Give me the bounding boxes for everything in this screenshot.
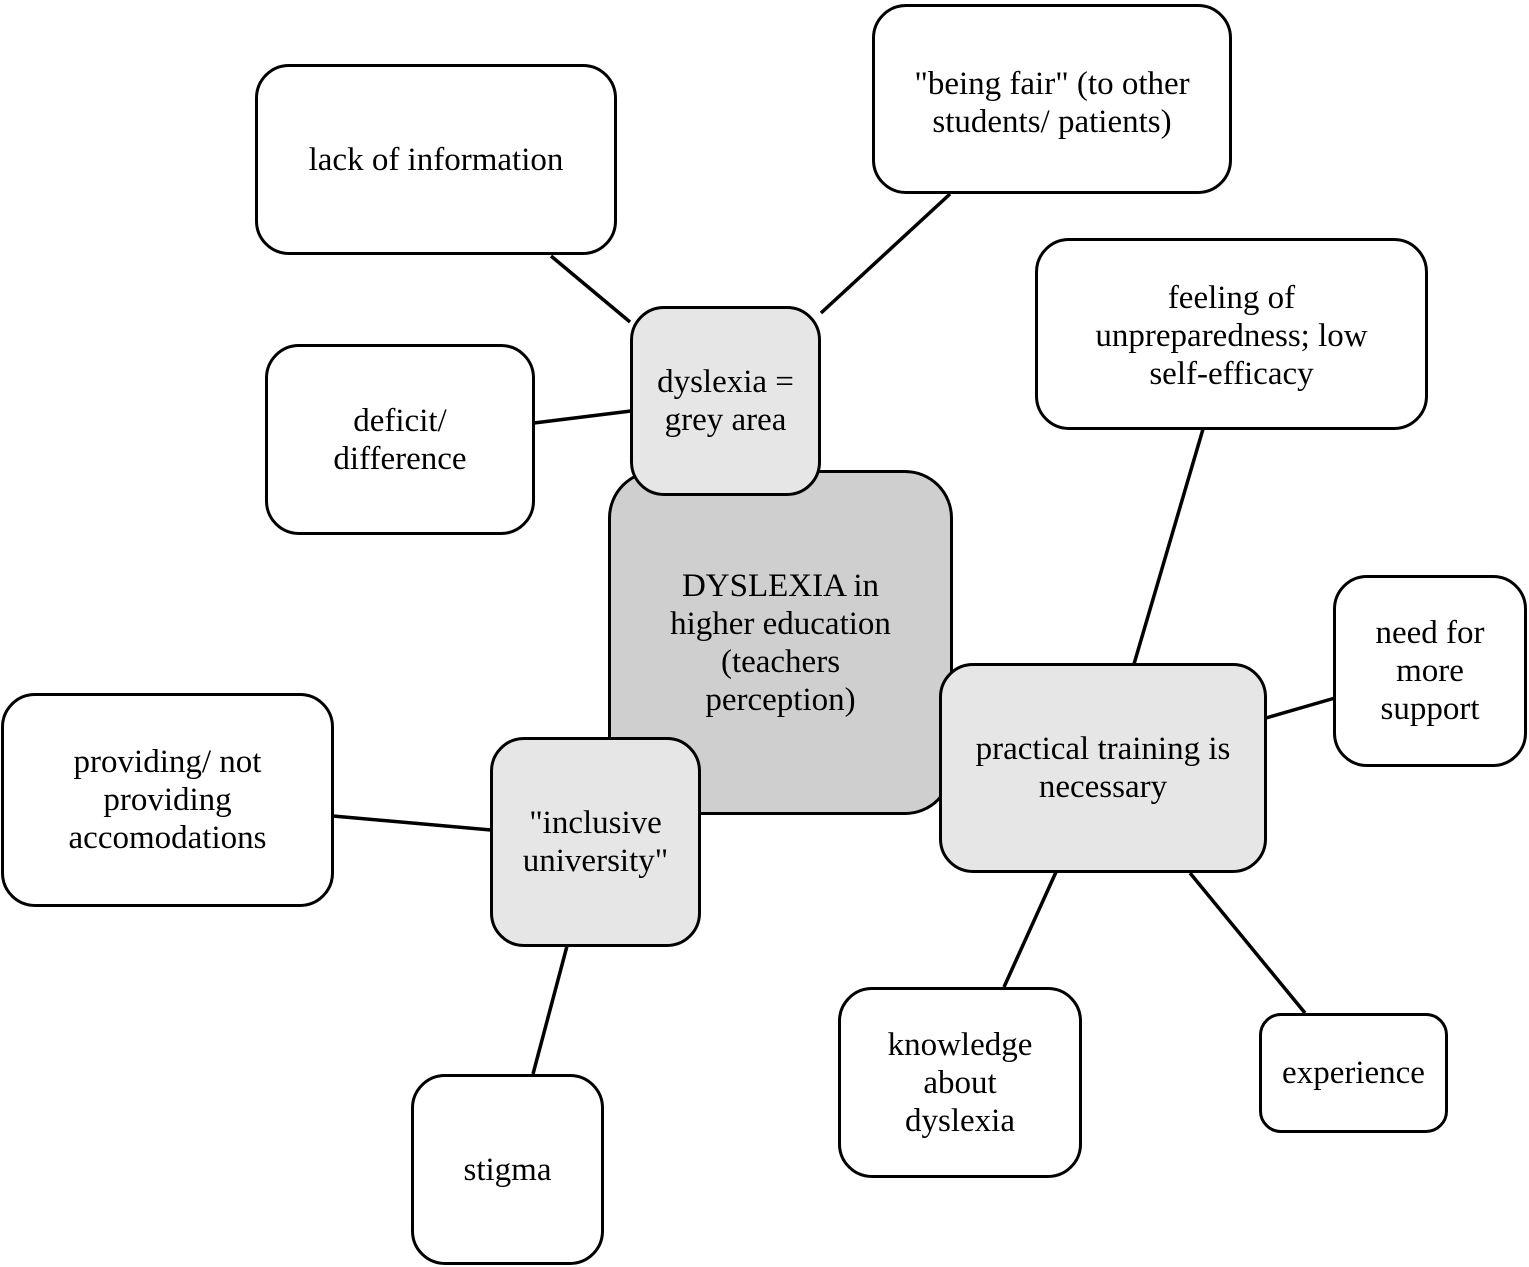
leaf-node-unpreparedness: feeling of unpreparedness; low self-effi… — [1035, 238, 1428, 430]
line-grey-area-deficit — [533, 409, 632, 425]
line-training-support — [1265, 696, 1336, 720]
line-inclusive-stigma — [531, 945, 569, 1075]
hub-node-inclusive-university: "inclusive university" — [490, 737, 701, 947]
hub-node-grey-area: dyslexia = grey area — [630, 306, 821, 496]
leaf-node-deficit-difference: deficit/ difference — [265, 344, 535, 535]
line-training-experience — [1188, 871, 1307, 1015]
leaf-node-knowledge-about-dyslexia: knowledge about dyslexia — [838, 987, 1082, 1178]
leaf-node-being-fair: "being fair" (to other students/ patient… — [872, 4, 1232, 194]
line-training-unpreparedness — [1132, 428, 1205, 665]
line-inclusive-accommodations — [332, 814, 492, 832]
line-grey-area-being-fair — [819, 192, 952, 315]
leaf-node-need-for-support: need for more support — [1333, 575, 1527, 767]
line-grey-area-lack-of-information — [549, 254, 632, 324]
line-training-knowledge — [1002, 871, 1058, 988]
leaf-node-experience: experience — [1259, 1013, 1448, 1133]
leaf-node-lack-of-information: lack of information — [255, 64, 617, 255]
leaf-node-accommodations: providing/ not providing accomodations — [1, 693, 334, 907]
leaf-node-stigma: stigma — [411, 1074, 604, 1265]
hub-node-practical-training: practical training is necessary — [939, 663, 1267, 873]
